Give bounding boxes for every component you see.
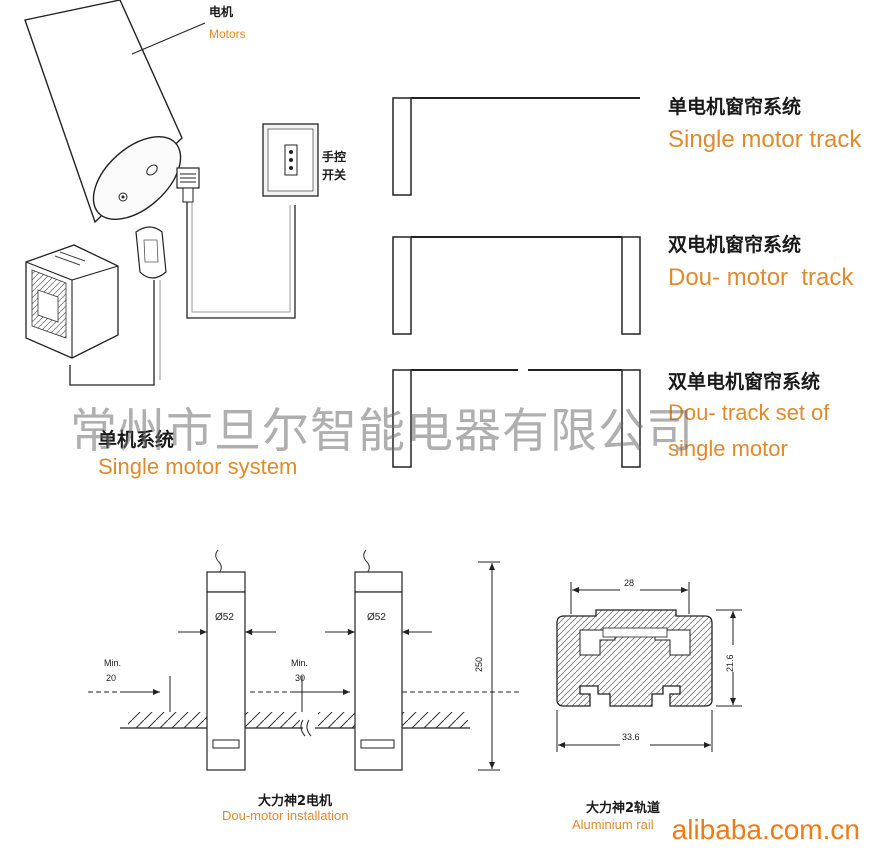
track1-label-en: Single motor track [668,126,862,153]
wall-switch [262,123,319,197]
motor-label-en: Motors [209,27,246,41]
track2-label-cn: 双电机窗帘系统 [668,234,802,256]
switch-label-2: 开关 [322,168,347,182]
rail-label-en: Aluminium rail [572,817,654,832]
diameter-label-2: Ø52 [367,612,386,623]
motor-illustration [24,0,206,224]
install-label-en: Dou-motor installation [222,808,349,823]
track3-label-en-1: Dou- track set of [668,400,830,425]
min2-label: Min. [291,658,309,668]
min1-label: Min. [104,658,122,668]
motor-label-cn: 电机 [209,5,234,19]
company-watermark: 常州市旦尔智能电器有限公司 [70,404,694,459]
track3-label-en-2: single motor [668,436,788,461]
track2-label-en: Dou- motor track [668,264,854,291]
alibaba-brand-watermark: alibaba.com.cn [671,814,860,845]
plug-and-cable [69,226,167,386]
single-motor-track [392,97,640,196]
rj-connector [176,167,296,319]
rail-profile [556,582,742,752]
dou-motor-track [392,236,641,335]
min1-value: 20 [106,673,117,683]
single-system-label-cn: 单机系统 [98,429,175,451]
installation-drawing [88,549,520,771]
dou-track-single-motor [392,369,641,468]
height-label: 250 [474,656,484,672]
rail-label-cn: 大力神2轨道 [586,801,661,816]
power-adapter [25,244,119,359]
min2-value: 30 [295,673,306,683]
install-label-cn: 大力神2电机 [258,794,333,809]
diameter-label-1: Ø52 [215,612,234,623]
rail-bottom-dim: 33.6 [622,732,640,742]
track1-label-cn: 单电机窗帘系统 [668,96,802,118]
rail-top-dim: 28 [624,578,635,588]
track3-label-cn: 双单电机窗帘系统 [668,371,821,393]
single-system-label-en: Single motor system [98,454,298,479]
switch-label-1: 手控 [322,150,347,164]
rail-height-dim: 21.6 [725,654,735,672]
